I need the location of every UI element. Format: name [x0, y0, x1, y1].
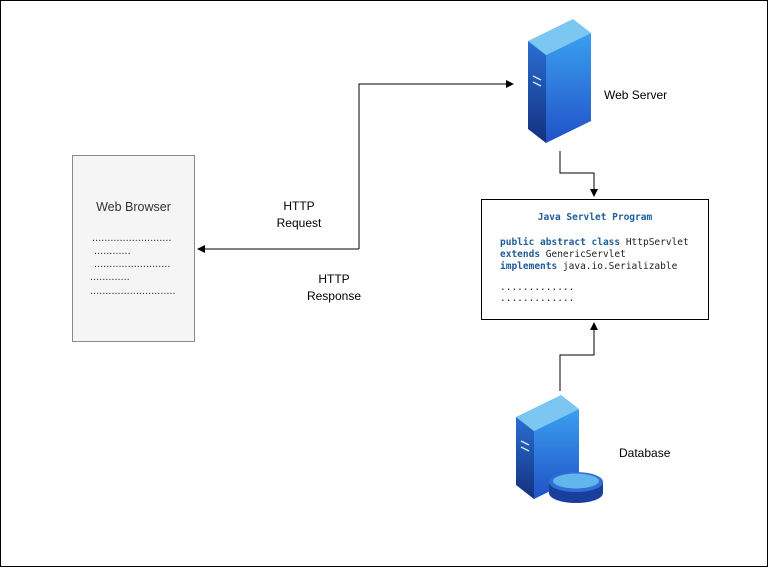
code-dots: ............. — [500, 282, 575, 293]
servlet-title: Java Servlet Program — [537, 212, 653, 223]
browser-dot-line: ......................... — [94, 258, 171, 270]
code-keyword: extends — [500, 249, 541, 260]
http-response-label-line1: HTTP — [318, 272, 350, 286]
database-disk-icon — [549, 472, 603, 503]
browser-dot-line: ............ — [94, 245, 131, 257]
code-line: implements java.io.Serializable — [500, 261, 677, 273]
request-connector — [358, 80, 514, 249]
database-label: Database — [619, 446, 671, 460]
web-server-icon — [528, 19, 591, 143]
browser-dot-line: ............................ — [90, 285, 176, 297]
code-text: HttpServlet — [620, 237, 689, 248]
code-line: public abstract class HttpServlet — [500, 237, 689, 249]
web-browser-title: Web Browser — [96, 200, 171, 214]
web-browser-box: Web Browser .......................... .… — [72, 155, 195, 342]
code-keyword: implements — [500, 261, 558, 272]
code-dots: ............. — [500, 293, 575, 304]
code-text: java.io.Serializable — [557, 261, 678, 272]
http-request-label: HTTP Request — [269, 198, 329, 232]
database-to-servlet-connector — [559, 322, 598, 391]
web-server-label: Web Server — [604, 88, 668, 102]
http-request-label-line1: HTTP — [283, 199, 315, 213]
http-request-label-line2: Request — [276, 216, 322, 230]
servlet-code-box: Java Servlet Program public abstract cla… — [481, 199, 709, 320]
browser-dot-line: ............. — [90, 271, 130, 283]
http-response-label-line2: Response — [306, 289, 362, 303]
code-line: extends GenericServlet — [500, 249, 626, 261]
code-keyword: public abstract class — [500, 237, 621, 248]
http-response-label: HTTP Response — [301, 271, 367, 305]
code-text: GenericServlet — [540, 249, 626, 260]
server-to-servlet-connector — [559, 151, 598, 197]
browser-dot-line: .......................... — [92, 232, 172, 244]
